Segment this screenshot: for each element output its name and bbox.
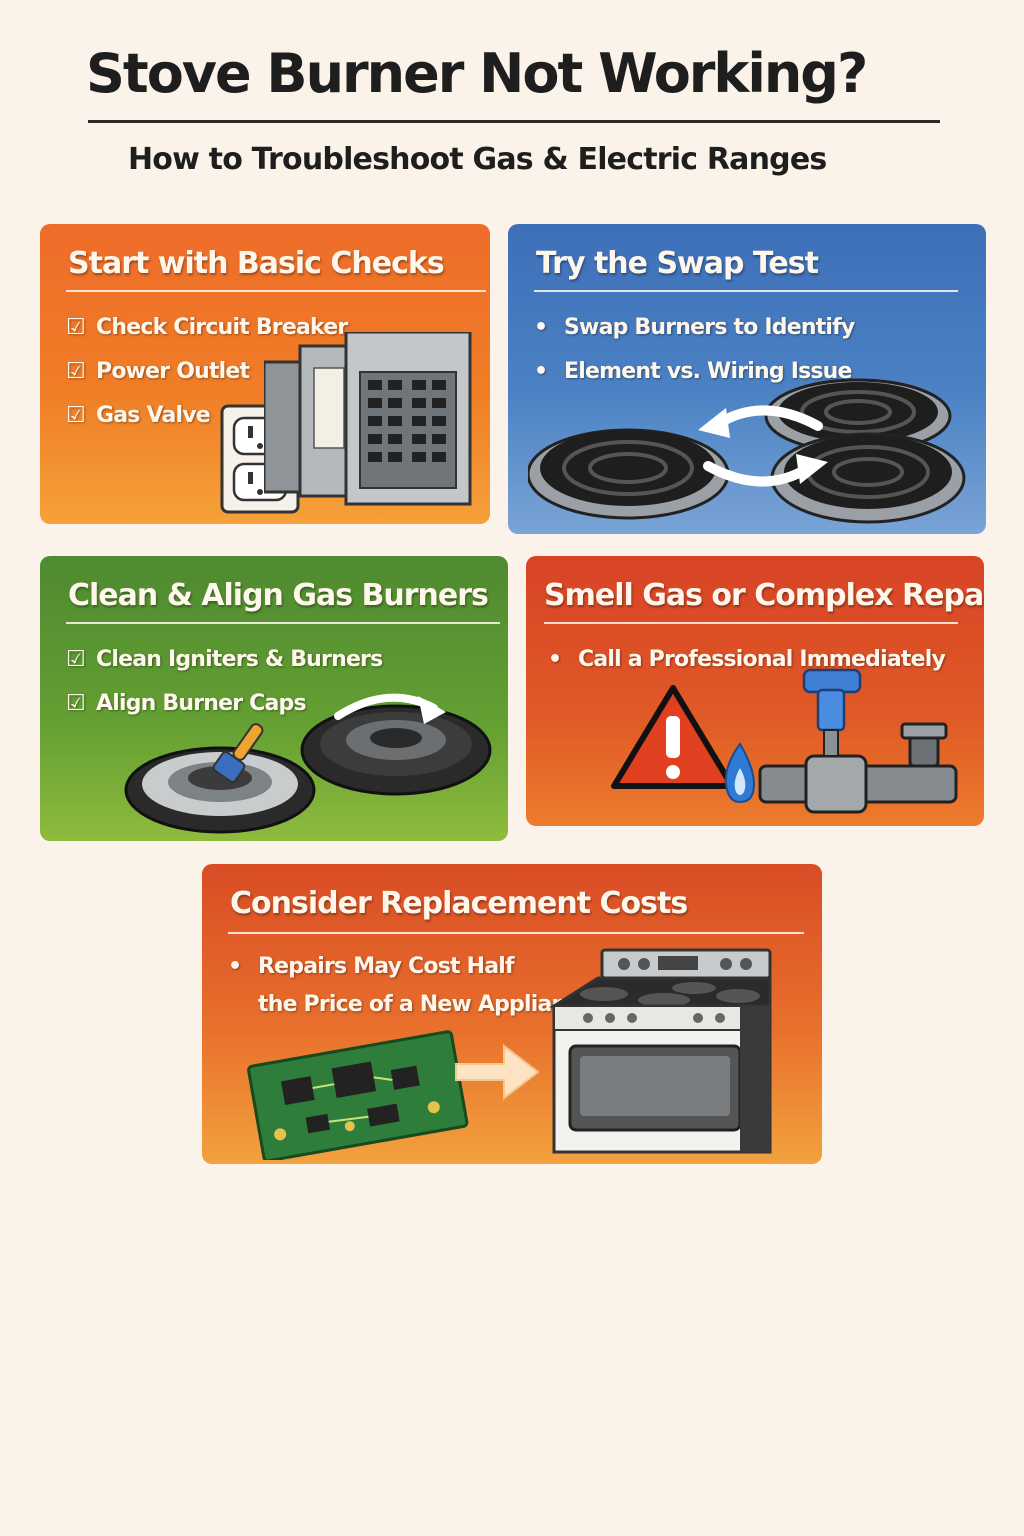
list-item: ☑ Gas Valve: [66, 394, 347, 438]
panel-divider: [228, 932, 804, 934]
panel-divider: [534, 290, 958, 292]
rotate-arrow-icon: [300, 693, 492, 796]
checklist: ☑ Check Circuit Breaker ☑ Power Outlet ☑ Ga…: [66, 306, 348, 438]
list-item: • Swap Burners to Identify: [534, 306, 855, 350]
panel-swap-test: Try the Swap Test • Swap Burners to Ident…: [508, 224, 986, 534]
title-divider: [88, 120, 940, 123]
panel-basic-checks: Start with Basic Checks ☑ Check Circuit B…: [40, 224, 490, 524]
list-item-label: Element vs. Wiring Issue: [564, 359, 852, 384]
list-item-label: Call a Professional Immediately: [578, 647, 946, 672]
swap-arrows-icon: [698, 405, 828, 487]
list-item: • Call a Professional Immediately: [548, 638, 946, 682]
panel-title: Consider Replacement Costs: [230, 886, 688, 921]
list-item-label: Swap Burners to Identify: [564, 315, 855, 340]
list-item: ☑ Clean Igniters & Burners: [66, 638, 383, 682]
list-item-label: Power Outlet: [96, 359, 250, 384]
panel-clean-align: Clean & Align Gas Burners ☑ Clean Igniter…: [40, 556, 508, 841]
list-item-label: Align Burner Caps: [96, 691, 307, 716]
panel-title: Start with Basic Checks: [68, 246, 445, 281]
checkbox-icon: ☑: [66, 315, 86, 340]
panel-divider: [66, 290, 486, 292]
list-item: • Element vs. Wiring Issue: [534, 350, 854, 394]
gas-valve-icon: [758, 722, 958, 814]
panel-title: Try the Swap Test: [536, 246, 819, 281]
bullet-icon: •: [534, 315, 548, 340]
stove-icon: [548, 948, 772, 1154]
bullet-icon: •: [548, 647, 562, 672]
list-item: ☑ Check Circuit Breaker: [66, 306, 348, 350]
list-item-label: Check Circuit Breaker: [96, 315, 348, 340]
page-subtitle: How to Troubleshoot Gas & Electric Range…: [128, 142, 827, 177]
panel-divider: [66, 622, 500, 624]
bullet-icon: •: [534, 359, 548, 384]
circuit-board-icon: [247, 1030, 469, 1160]
panel-divider: [544, 622, 958, 624]
list-item-label: the Price of a New Appliance: [258, 992, 594, 1017]
list-item-label: Repairs May Cost Half: [258, 954, 515, 979]
bullet-list: • Call a Professional Immediately: [548, 638, 946, 682]
checkbox-icon: ☑: [66, 403, 86, 428]
list-item-label: Clean Igniters & Burners: [96, 647, 383, 672]
header: Stove Burner Not Working? How to Trouble…: [0, 0, 1024, 200]
list-item-label: Gas Valve: [96, 403, 211, 428]
list-item: • Repairs May Cost Half: [228, 948, 593, 986]
coil-burner-icon: [528, 378, 966, 524]
panel-title: Clean & Align Gas Burners: [68, 578, 489, 613]
checkbox-icon: ☑: [66, 647, 86, 672]
gas-flame-icon: [724, 742, 756, 804]
bullet-list: • Repairs May Cost Half the Price of a Ne…: [228, 948, 594, 1024]
warning-icon: [611, 685, 735, 789]
bullet-icon: •: [228, 954, 242, 979]
brush-icon: [212, 723, 264, 783]
checkbox-icon: ☑: [66, 691, 86, 716]
panel-smell-gas: Smell Gas or Complex Repairs? • Call a Pr…: [526, 556, 984, 826]
checkbox-icon: ☑: [66, 359, 86, 384]
page-title: Stove Burner Not Working?: [86, 42, 868, 105]
list-item: the Price of a New Appliance: [228, 986, 594, 1024]
list-item: ☑ Align Burner Caps: [66, 682, 382, 726]
panel-replacement-costs: Consider Replacement Costs • Repairs May …: [202, 864, 822, 1164]
bullet-list: • Swap Burners to Identify • Element vs. W…: [534, 306, 855, 394]
spray-bottle-icon: [802, 668, 862, 757]
arrow-right-icon: [455, 1043, 540, 1100]
panel-title: Smell Gas or Complex Repairs?: [544, 578, 984, 613]
breaker-panel-icon: [264, 332, 472, 506]
list-item: ☑ Power Outlet: [66, 350, 347, 394]
checklist: ☑ Clean Igniters & Burners ☑ Align Burner …: [66, 638, 383, 726]
